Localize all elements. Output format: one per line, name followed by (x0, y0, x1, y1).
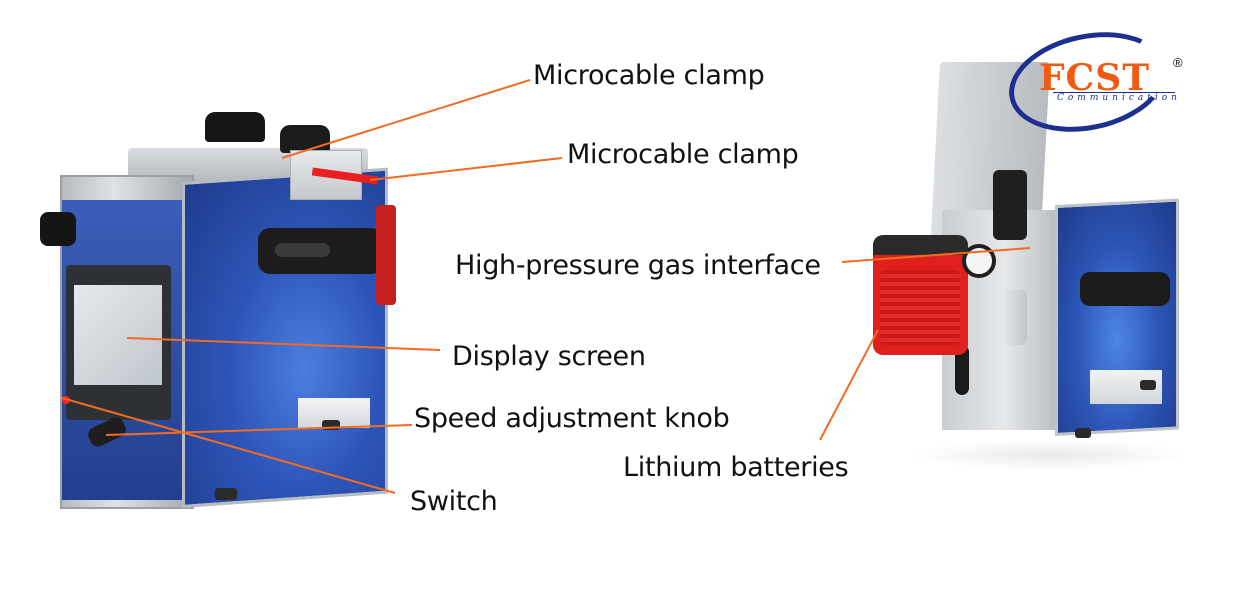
foot (215, 488, 237, 500)
foot (322, 420, 340, 430)
top-knob-icon (205, 112, 265, 142)
shadow (910, 440, 1190, 470)
switch-indicator-icon (62, 396, 70, 404)
pressure-regulator (993, 170, 1027, 240)
top-knob-icon (280, 125, 330, 153)
battery-edge (376, 205, 396, 305)
air-filter (1005, 290, 1027, 345)
side-panel (182, 167, 388, 508)
label-microcable-clamp-2: Microcable clamp (567, 139, 799, 170)
logo-underline (1053, 92, 1175, 93)
logo-tagline: Communication (1057, 93, 1181, 103)
leader-line-microcable-clamp-2 (369, 157, 563, 181)
handle-grip (275, 243, 330, 257)
label-high-pressure-gas-interface: High-pressure gas interface (455, 250, 821, 281)
leader-line-lithium-batteries (819, 329, 879, 441)
label-display-screen: Display screen (452, 341, 646, 372)
fcst-logo: FCST ® Communication (999, 18, 1195, 146)
foot (1075, 428, 1091, 438)
pressure-gauge-icon (962, 244, 996, 278)
battery-ribs (880, 270, 960, 345)
label-switch: Switch (410, 486, 498, 517)
logo-brand: FCST (1039, 57, 1150, 99)
label-lithium-batteries: Lithium batteries (623, 452, 849, 483)
label-speed-adjustment-knob: Speed adjustment knob (414, 403, 730, 434)
side-knob-icon (40, 212, 76, 246)
foot (1140, 380, 1156, 390)
display-screen (74, 285, 162, 385)
handle (1080, 272, 1170, 306)
hose (955, 345, 969, 395)
label-microcable-clamp-1: Microcable clamp (533, 60, 765, 91)
registered-mark: ® (1173, 55, 1183, 70)
